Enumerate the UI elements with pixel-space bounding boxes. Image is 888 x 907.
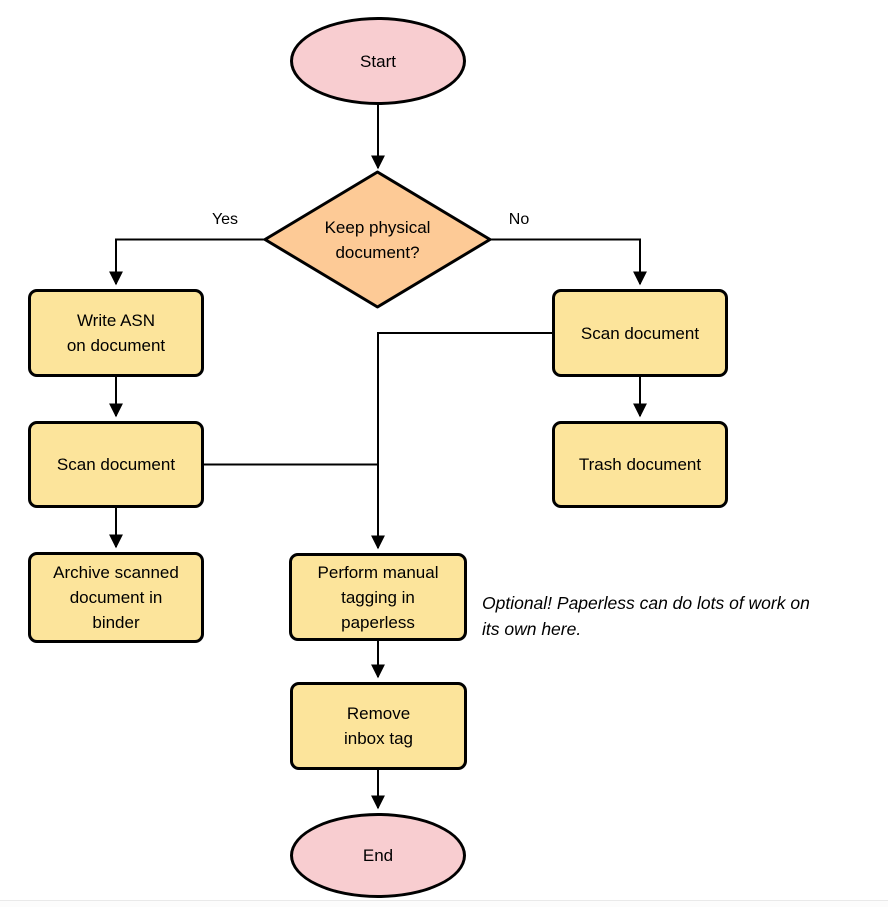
bottom-strip xyxy=(0,901,888,907)
edge-decision-yes-to-write-asn xyxy=(109,238,265,286)
edge-label-yes: Yes xyxy=(211,211,239,228)
node-scan-document-right-label: Scan document xyxy=(580,323,700,343)
edge-label-no: No xyxy=(508,211,530,228)
bottom-divider xyxy=(0,900,888,901)
edge-decision-no-to-scan-right xyxy=(490,238,647,286)
node-perform-manual-tagging: Perform manual tagging in paperless xyxy=(289,553,467,641)
node-scan-document-left-label: Scan document xyxy=(56,455,176,474)
node-archive-document: Archive scanned document in binder xyxy=(28,552,204,643)
optional-note: Optional! Paperless can do lots of work … xyxy=(482,593,810,639)
node-trash-document-label: Trash document xyxy=(578,455,702,474)
node-start-label: Start xyxy=(360,51,396,71)
node-scan-document-right: Scan document xyxy=(552,289,728,377)
node-remove-inbox-tag: Remove inbox tag xyxy=(290,682,467,770)
node-decision: Keep physical document? xyxy=(272,214,483,265)
decision-diamond-shape xyxy=(263,170,492,309)
node-start: Start xyxy=(290,17,466,105)
node-end-label: End xyxy=(362,846,394,865)
node-write-asn-label: Write ASN on document xyxy=(66,311,166,355)
node-archive-document-label: Archive scanned document in binder xyxy=(53,563,179,632)
node-decision-label: Keep physical document? xyxy=(324,217,431,262)
node-scan-document-left: Scan document xyxy=(28,421,204,508)
node-end: End xyxy=(290,813,466,898)
node-perform-manual-tagging-label: Perform manual tagging in paperless xyxy=(317,562,439,632)
node-write-asn: Write ASN on document xyxy=(28,289,204,377)
node-trash-document: Trash document xyxy=(552,421,728,508)
node-remove-inbox-tag-label: Remove inbox tag xyxy=(344,704,413,748)
edge-scan-right-to-perform-tagging xyxy=(371,332,552,550)
